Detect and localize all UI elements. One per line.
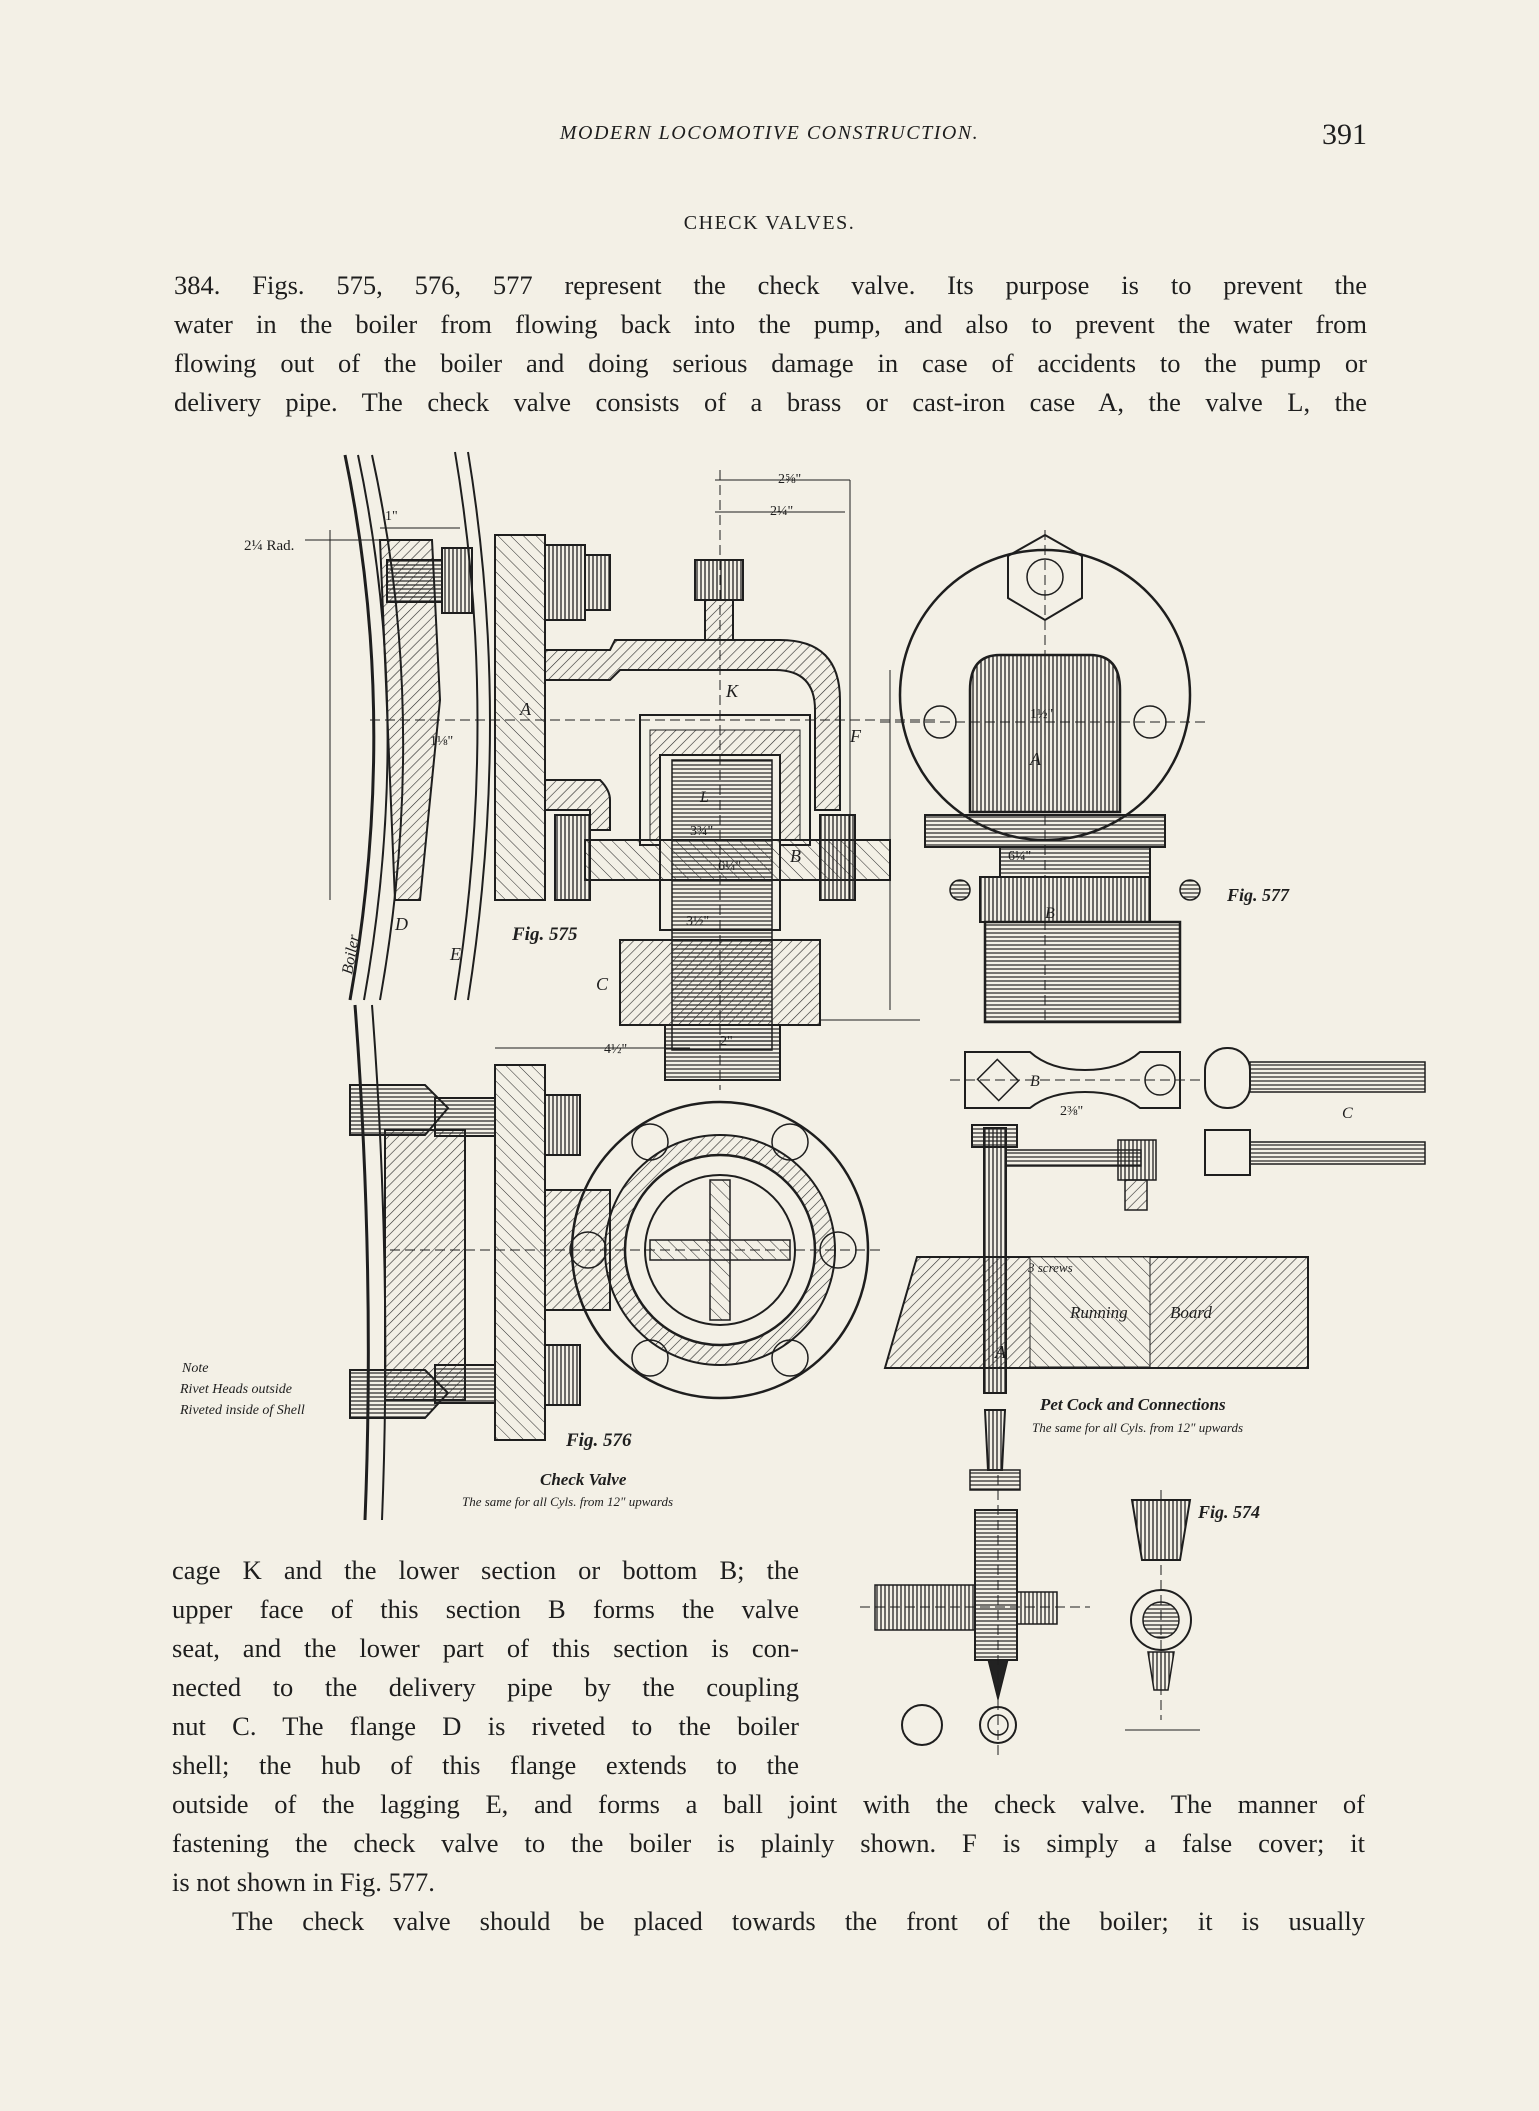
check-valve-caption: Check Valve — [540, 1470, 627, 1489]
text-line: upper face of this section B forms the v… — [172, 1594, 799, 1624]
note-line: Riveted inside of Shell — [179, 1403, 305, 1418]
paragraph-wrap: cage K and the lower section or bottom B… — [172, 1551, 799, 1785]
label-c: C — [596, 974, 609, 994]
text-line: water in the boiler from flowing back in… — [174, 309, 1367, 339]
label-a: A — [519, 699, 532, 719]
text-line: outside of the lagging E, and forms a ba… — [172, 1789, 1365, 1819]
boiler-label: Boiler — [339, 933, 363, 976]
radius-label: 2¼ Rad. — [244, 538, 294, 554]
label-e: E — [449, 944, 461, 964]
page-number: 391 — [1322, 118, 1367, 151]
text-line: cage K and the lower section or bottom B… — [172, 1555, 799, 1585]
note-label: Note — [181, 1361, 208, 1376]
text-line: is not shown in Fig. 577. — [172, 1867, 435, 1897]
label-l: L — [699, 789, 709, 806]
board-label: Board — [1170, 1303, 1212, 1322]
text-line: 384. Figs. 575, 576, 577 represent the c… — [174, 270, 1367, 300]
label-a-577: A — [1029, 749, 1042, 769]
note-line: Rivet Heads outside — [179, 1382, 292, 1397]
dimension-label: 2⅜" — [1060, 1104, 1083, 1119]
label-b-petcock: B — [1030, 1073, 1040, 1090]
text-line: nected to the delivery pipe by the coupl… — [172, 1672, 799, 1702]
label-d: D — [394, 914, 408, 934]
dimension-label: 2⅝" — [778, 472, 801, 487]
paragraph-next: The check valve should be placed towards… — [172, 1902, 1365, 1941]
text-line: shell; the hub of this flange extends to… — [172, 1750, 799, 1780]
dimension-label: 3¾" — [690, 824, 713, 839]
paragraph-continuation: outside of the lagging E, and forms a ba… — [172, 1785, 1365, 1902]
dimension-label: 1" — [385, 509, 398, 524]
fig574-label: Fig. 574 — [1197, 1502, 1260, 1522]
label-b: B — [790, 846, 801, 866]
paragraph-intro: 384. Figs. 575, 576, 577 represent the c… — [174, 266, 1367, 422]
text-line: The check valve should be placed towards… — [232, 1906, 1365, 1936]
text-line: nut C. The flange D is riveted to the bo… — [172, 1711, 799, 1741]
petcock-caption: Pet Cock and Connections — [1039, 1395, 1226, 1414]
running-head: MODERN LOCOMOTIVE CONSTRUCTION. — [559, 122, 980, 144]
dimension-label: 3½" — [686, 914, 709, 929]
section-title: CHECK VALVES. — [683, 212, 856, 234]
check-valve-subcaption: The same for all Cyls. from 12" upwards — [462, 1494, 673, 1509]
dimension-label: 6¼" — [718, 859, 741, 874]
text-line: flowing out of the boiler and doing seri… — [174, 348, 1367, 378]
dimension-label: 2" — [720, 1034, 733, 1049]
text-line: fastening the check valve to the boiler … — [172, 1828, 1365, 1858]
screws-label: 3 screws — [1027, 1260, 1073, 1275]
label-f: F — [849, 726, 862, 746]
text-line: delivery pipe. The check valve consists … — [174, 387, 1367, 417]
petcock-subcaption: The same for all Cyls. from 12" upwards — [1032, 1420, 1243, 1435]
fig575-label: Fig. 575 — [511, 924, 578, 945]
page-header: MODERN LOCOMOTIVE CONSTRUCTION. 391 — [172, 118, 1367, 158]
label-c-petcock: C — [1342, 1105, 1353, 1122]
label-b-577: B — [1045, 905, 1055, 922]
dimension-label: 1⅛" — [430, 734, 453, 749]
dimension-label: 2¼" — [770, 504, 793, 519]
fig577-label: Fig. 577 — [1226, 885, 1290, 905]
dimension-label: 1½" — [1030, 707, 1053, 722]
label-k: K — [725, 681, 739, 701]
label-a-petcock: A — [994, 1342, 1007, 1362]
fig576-label: Fig. 576 — [565, 1430, 632, 1451]
running-label: Running — [1069, 1303, 1128, 1322]
dimension-label: 4½" — [604, 1042, 627, 1057]
text-line: seat, and the lower part of this section… — [172, 1633, 799, 1663]
dimension-label: 6¼" — [1008, 849, 1031, 864]
